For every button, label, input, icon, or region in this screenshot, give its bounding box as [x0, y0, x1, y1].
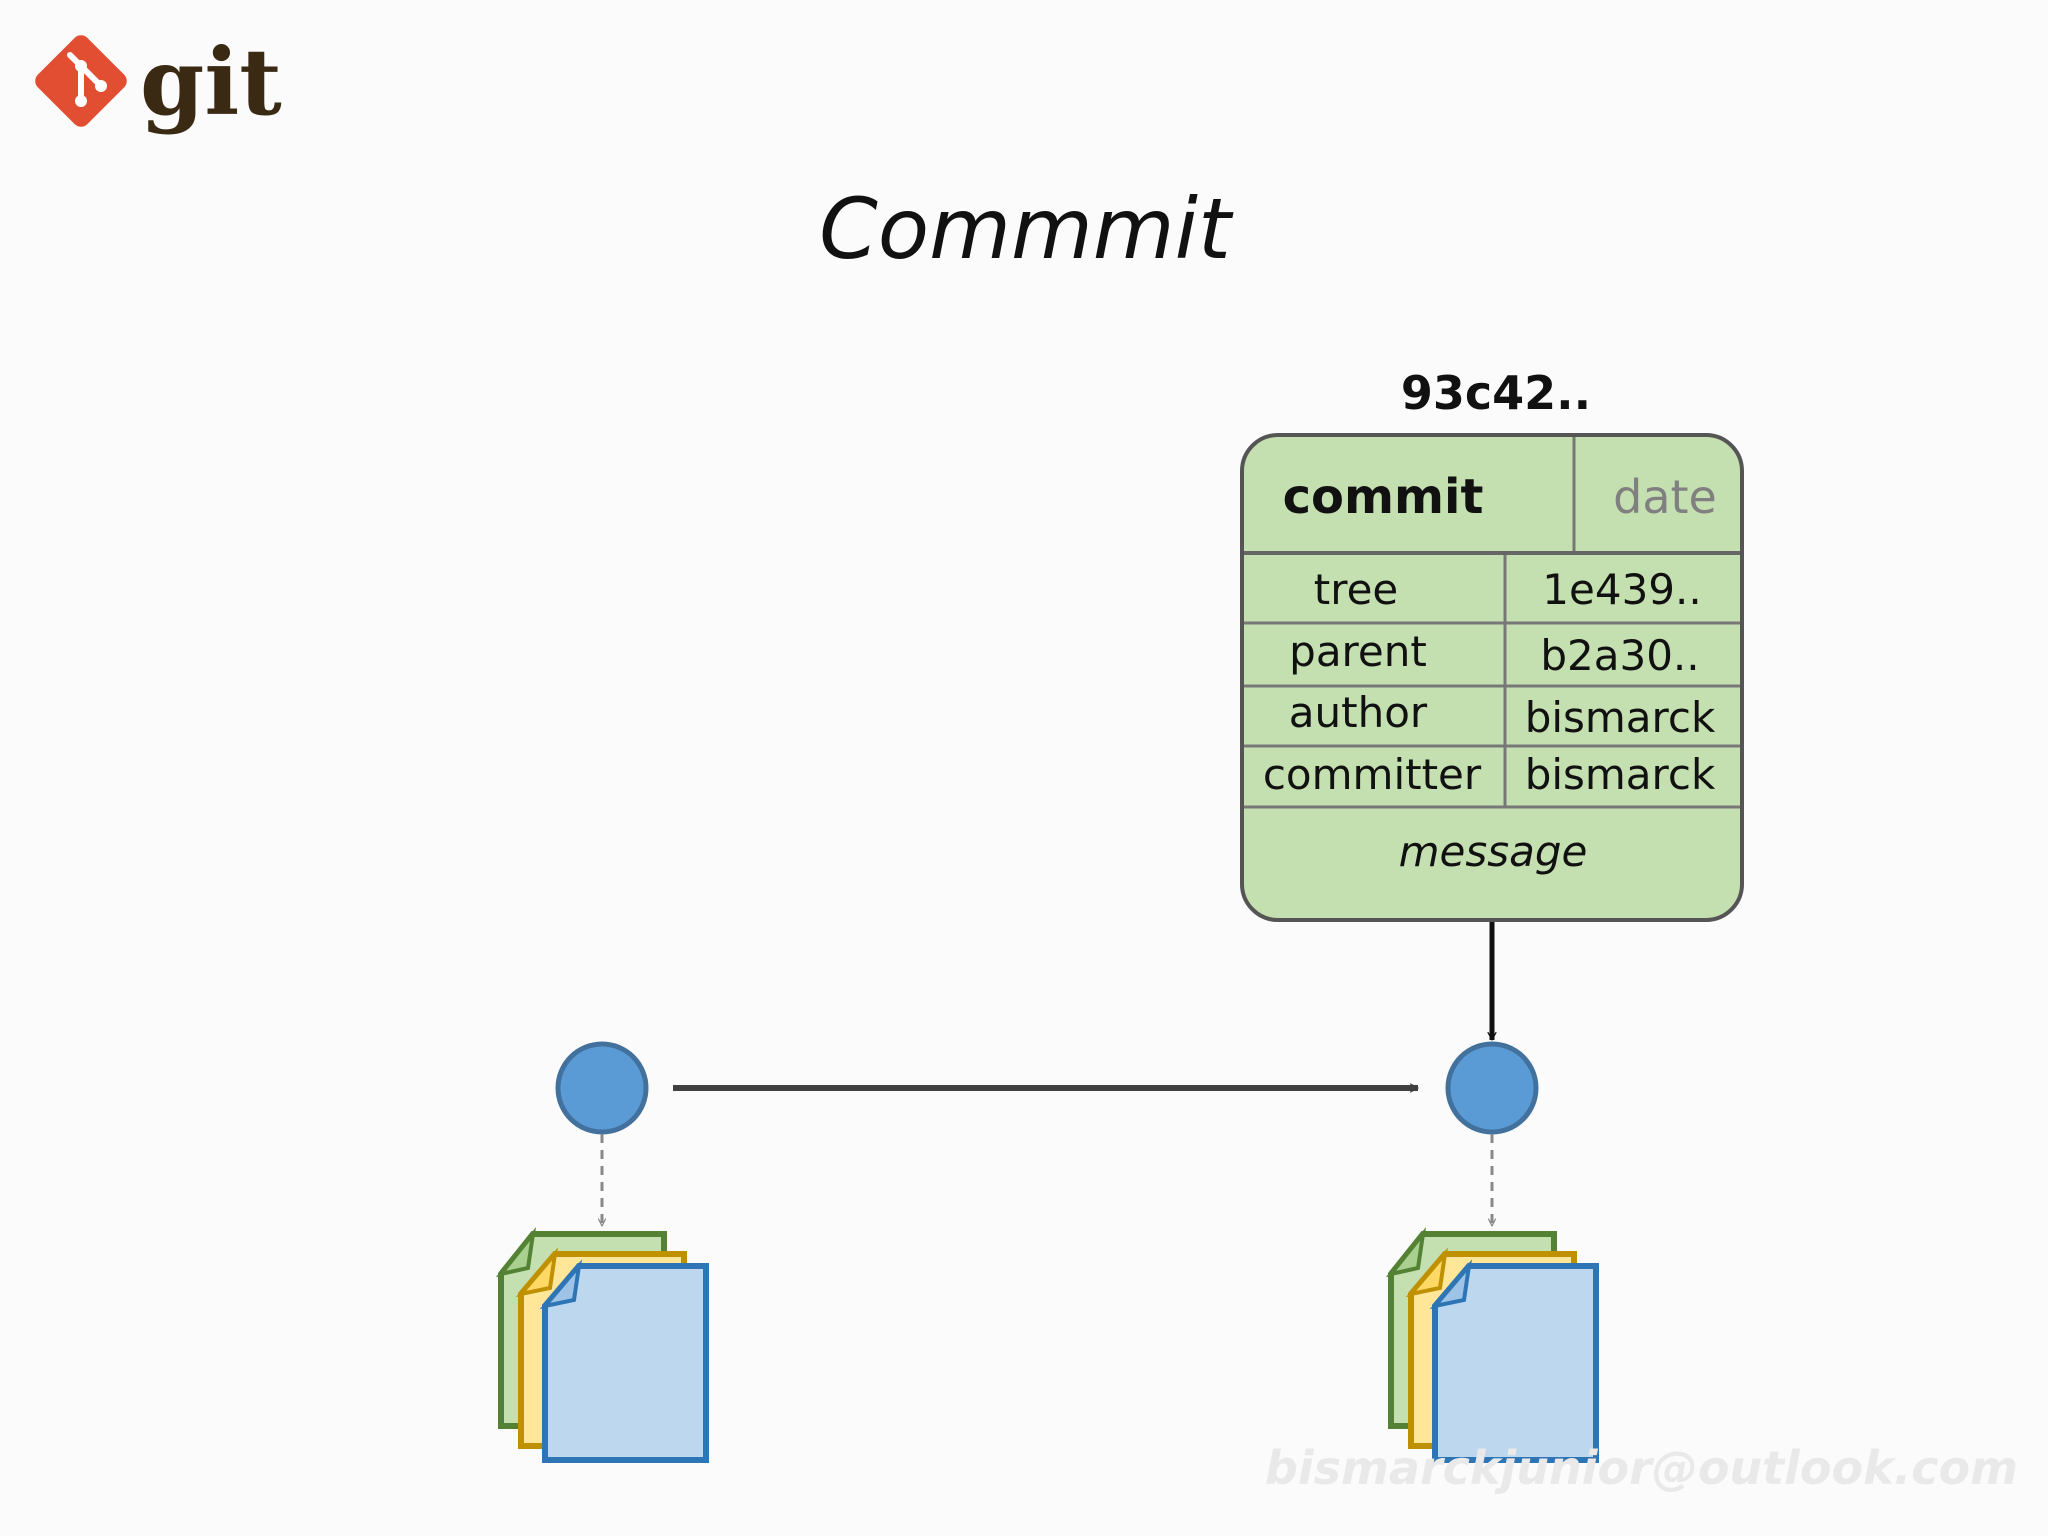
watermark-text: bismarckjunior@outlook.com: [1265, 1441, 2018, 1495]
git-logo-text: git: [140, 28, 282, 136]
current-commit-node: [1445, 1041, 1539, 1135]
field-row-tree: tree 1e439..: [1314, 565, 1702, 614]
field-row-author: author bismarck: [1289, 688, 1716, 742]
field-row-committer: committer bismarck: [1263, 750, 1716, 799]
commit-date-label: date: [1613, 470, 1717, 524]
commit-hash-label: 93c42..: [1401, 366, 1591, 420]
field-value-tree: 1e439..: [1542, 565, 1701, 614]
field-value-committer: bismarck: [1525, 750, 1716, 799]
field-key-author: author: [1289, 688, 1428, 737]
commit-box: [1240, 433, 1744, 922]
field-key-tree: tree: [1314, 565, 1399, 614]
commit-message-label: message: [1399, 827, 1588, 876]
parent-file-stack-icon: [495, 1226, 709, 1463]
parent-commit-node: [555, 1041, 649, 1135]
field-key-parent: parent: [1289, 627, 1427, 676]
git-logo: git: [35, 28, 282, 136]
field-value-author: bismarck: [1525, 693, 1716, 742]
current-file-stack-icon: [1385, 1226, 1599, 1463]
commit-header-label: commit: [1283, 469, 1484, 525]
field-row-parent: parent b2a30..: [1289, 627, 1699, 680]
field-value-parent: b2a30..: [1540, 631, 1699, 680]
git-diamond-icon: [35, 35, 127, 127]
commit-object: 93c42.. commit date tree 1e439.. parent …: [1240, 366, 1744, 922]
slide-title: Commmit: [819, 180, 1234, 278]
field-key-committer: committer: [1263, 750, 1482, 799]
